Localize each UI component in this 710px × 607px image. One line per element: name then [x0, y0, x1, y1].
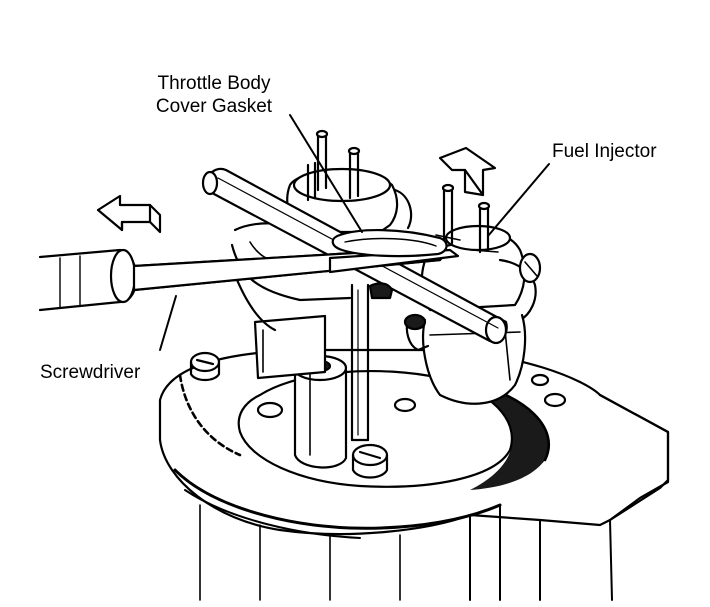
arrow-left-icon [96, 194, 162, 234]
label-gasket-line2: Cover Gasket [155, 96, 273, 117]
throttle-tab [253, 314, 327, 380]
center-shaft [350, 283, 370, 442]
label-screwdriver: Screwdriver [40, 362, 141, 383]
cover-gasket [331, 228, 448, 300]
leader-screwdriver [159, 295, 177, 351]
label-gasket-line1: Throttle Body [157, 73, 271, 94]
leader-lines [159, 114, 550, 351]
mounting-screw-front [351, 443, 389, 479]
fuel-injector-terminals [435, 183, 499, 254]
mounting-screw-left [189, 351, 221, 382]
leader-gasket [289, 114, 363, 233]
leader-injector [487, 163, 550, 237]
base-flange [158, 348, 670, 601]
left-housing-terminals [306, 129, 361, 202]
label-fuel-injector: Fuel Injector [552, 141, 657, 162]
label-throttle-body-cover-gasket: Throttle Body Cover Gasket [138, 72, 290, 118]
arrow-up-icon [438, 146, 497, 197]
